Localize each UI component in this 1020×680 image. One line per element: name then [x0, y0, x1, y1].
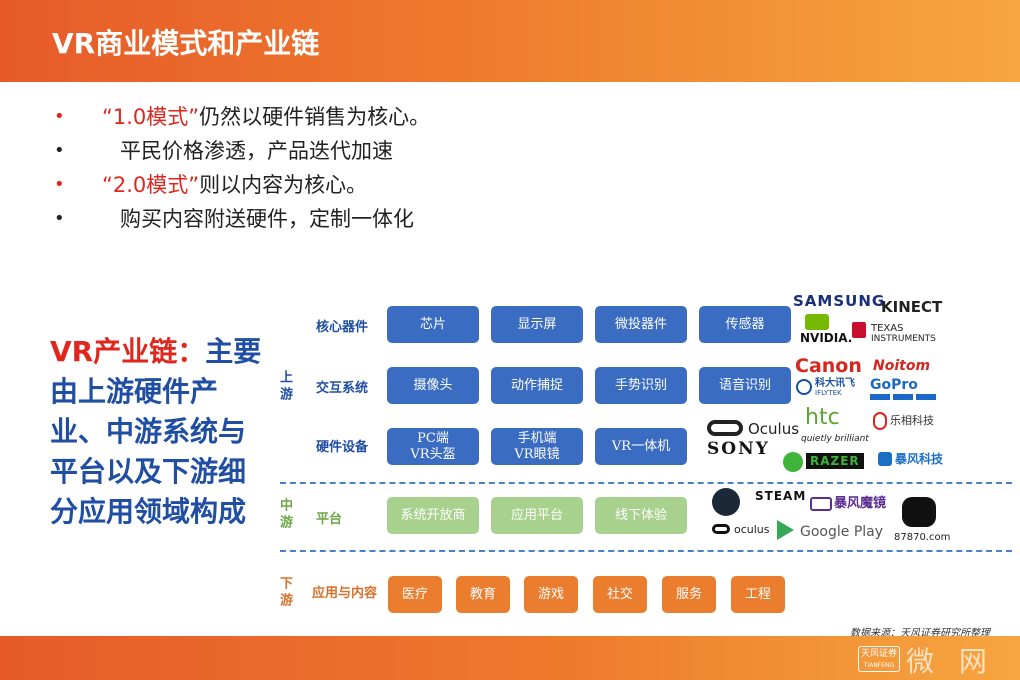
- box-display: 显示屏: [491, 306, 583, 343]
- samsung-logo: SAMSUNG: [793, 292, 886, 310]
- steam-icon: [712, 488, 740, 516]
- htc-tagline: quietly brilliant: [801, 434, 869, 444]
- google-play-logo: Google Play: [800, 524, 884, 540]
- side-summary-text: 主要由上游硬件产业、中游系统与平台以及下游细分应用领域构成: [50, 335, 262, 528]
- box-offline-experience: 线下体验: [595, 497, 687, 534]
- bullet-dot: •: [54, 106, 65, 127]
- razer-logo: RAZER: [806, 453, 864, 469]
- box-voice: 语音识别: [699, 367, 791, 404]
- bullet-text: 平民价格渗透，产品迭代加速: [120, 139, 393, 163]
- bullet-dot: •: [54, 174, 65, 195]
- iflytek-icon: [796, 379, 812, 395]
- title-bar: VR商业模式和产业链: [0, 0, 1020, 82]
- watermark: 微 网: [906, 645, 995, 678]
- footer-bar: 天风证券 TIANFENG 微 网: [0, 636, 1020, 680]
- box-motion-capture: 动作捕捉: [491, 367, 583, 404]
- texas-instruments-logo-line1: TEXAS: [871, 323, 904, 334]
- oculus-icon: [707, 420, 743, 436]
- oculus-logo: Oculus: [748, 420, 800, 438]
- box-camera: 摄像头: [387, 367, 479, 404]
- divider-upper: [280, 482, 1012, 484]
- iflytek-logo: 科大讯飞: [815, 378, 855, 389]
- box-chip: 芯片: [387, 306, 479, 343]
- panda-icon: [902, 497, 936, 527]
- google-play-icon: [777, 520, 794, 540]
- bullet-dot: •: [54, 208, 65, 229]
- tier-downstream: 下游: [277, 576, 292, 610]
- data-source-note: 数据来源：天风证券研究所整理: [850, 628, 990, 639]
- kinect-logo: KINECT: [881, 298, 943, 316]
- htc-logo: htc: [805, 405, 840, 430]
- baofeng-logo: 暴风科技: [895, 452, 944, 466]
- box-games: 游戏: [524, 576, 578, 613]
- texas-instruments-icon: [852, 322, 866, 338]
- side-summary-lead: VR产业链：: [50, 335, 206, 368]
- gopro-stripe-icon: [870, 394, 936, 400]
- row-label-platform: 平台: [316, 512, 343, 527]
- box-all-in-one: VR一体机: [595, 428, 687, 465]
- baofeng-mojing-icon: [810, 497, 832, 511]
- steam-logo: STEAM: [755, 489, 807, 503]
- razer-snake-icon: [783, 452, 803, 472]
- box-medical: 医疗: [388, 576, 442, 613]
- bullet-text: 仍然以硬件销售为核心。: [199, 105, 431, 129]
- box-app-platform: 应用平台: [491, 497, 583, 534]
- noitom-logo: Noitom: [873, 358, 931, 374]
- row-label-core: 核心器件: [316, 320, 369, 335]
- tier-midstream: 中游: [277, 498, 292, 532]
- divider-lower: [280, 550, 1012, 552]
- bullet-text: 则以内容为核心。: [199, 173, 368, 197]
- gopro-logo: GoPro: [870, 377, 918, 393]
- bullet-dot: •: [54, 140, 65, 161]
- tianfeng-logo: 天风证券 TIANFENG: [858, 646, 900, 672]
- box-education: 教育: [456, 576, 510, 613]
- canon-logo: Canon: [795, 355, 862, 377]
- iflytek-logo-en: IFLYTEK: [815, 389, 842, 397]
- sony-logo: SONY: [707, 439, 770, 459]
- nvidia-eye-icon: [805, 314, 829, 330]
- box-sensor: 传感器: [699, 306, 791, 343]
- box-system-provider: 系统开放商: [387, 497, 479, 534]
- page-title: VR商业模式和产业链: [52, 27, 320, 60]
- texas-instruments-logo-line2: INSTRUMENTS: [871, 334, 936, 344]
- tier-upstream: 上游: [277, 370, 292, 404]
- leshi-icon: [873, 412, 887, 430]
- row-label-apps: 应用与内容: [312, 586, 378, 601]
- bullet-highlight: “1.0模式”: [102, 105, 200, 129]
- oculus-small-logo: oculus: [734, 523, 770, 536]
- bullet-highlight: “2.0模式”: [102, 173, 200, 197]
- box-engineering: 工程: [731, 576, 785, 613]
- nvidia-logo: NVIDIA.: [800, 331, 853, 345]
- site-87870-logo: 87870.com: [894, 532, 951, 543]
- side-summary: VR产业链：主要由上游硬件产业、中游系统与平台以及下游细分应用领域构成: [50, 332, 265, 532]
- row-label-hardware: 硬件设备: [316, 440, 369, 455]
- box-social: 社交: [593, 576, 647, 613]
- bullet-text: 购买内容附送硬件，定制一体化: [120, 207, 414, 231]
- box-gesture: 手势识别: [595, 367, 687, 404]
- row-label-interact: 交互系统: [316, 381, 369, 396]
- oculus-small-icon: [712, 524, 730, 534]
- baofeng-icon: [878, 452, 892, 466]
- leshi-logo: 乐相科技: [890, 414, 934, 427]
- box-services: 服务: [662, 576, 716, 613]
- box-microprojector: 微投器件: [595, 306, 687, 343]
- baofeng-mojing-logo: 暴风魔镜: [834, 496, 887, 511]
